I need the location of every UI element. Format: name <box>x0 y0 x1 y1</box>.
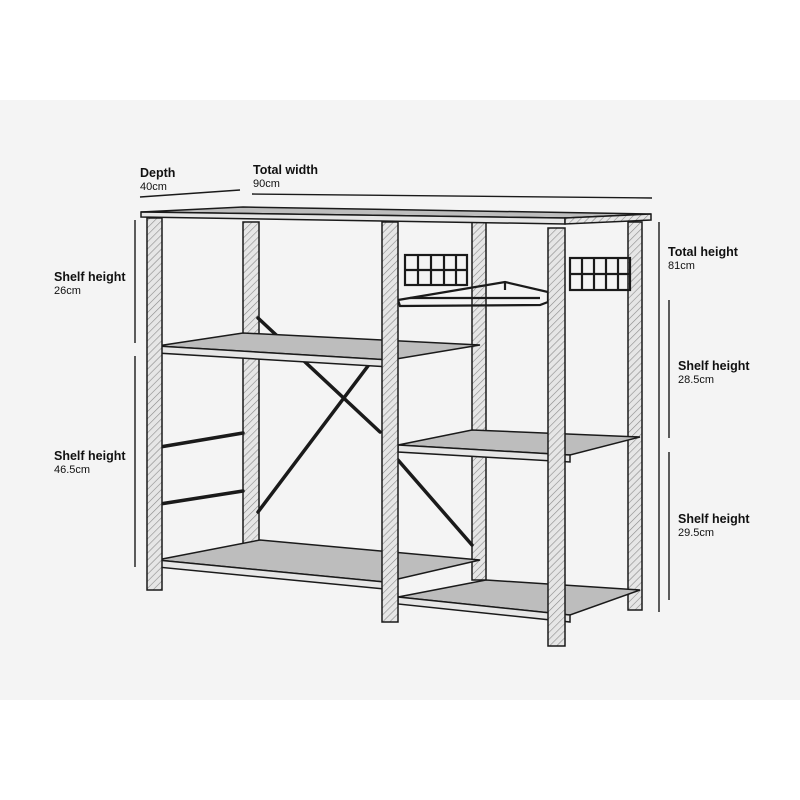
depth-value: 40cm <box>140 181 167 193</box>
tabletop <box>140 206 652 225</box>
depth-label: Depth 40cm <box>140 166 175 194</box>
front-legs <box>146 217 566 647</box>
diagram-stage: Depth 40cm Total width 90cm Total height… <box>0 100 800 700</box>
total-width-value: 90cm <box>253 178 280 190</box>
shelf-right-middle-label: Shelf height 28.5cm <box>678 359 750 387</box>
shelf-left-top-title: Shelf height <box>54 270 126 284</box>
shelf-right-middle-value: 28.5cm <box>678 374 715 386</box>
total-width-label: Total width 90cm <box>253 163 318 191</box>
shelf-left-bottom-label: Shelf height 46.5cm <box>54 449 126 477</box>
wire-basket <box>396 253 632 308</box>
total-height-value: 81cm <box>668 260 695 272</box>
total-width-title: Total width <box>253 163 319 177</box>
shelf-right-bottom-value: 29.5cm <box>678 527 715 539</box>
shelf-left-bottom-value: 46.5cm <box>54 464 91 476</box>
total-height-label: Total height 81cm <box>668 245 738 273</box>
dimension-lines <box>134 189 670 612</box>
depth-dimension-line <box>139 189 241 198</box>
depth-title: Depth <box>140 166 176 180</box>
shelf-unit-drawing <box>134 189 670 647</box>
total-height-title: Total height <box>668 245 738 259</box>
shelf-left-bottom-title: Shelf height <box>54 449 126 463</box>
shelf-right-middle-title: Shelf height <box>678 359 750 373</box>
width-dimension-line <box>251 193 653 199</box>
shelf-left-top-label: Shelf height 26cm <box>54 270 126 298</box>
shelf-left-top-value: 26cm <box>54 285 81 297</box>
shelf-right-bottom-label: Shelf height 29.5cm <box>678 512 750 540</box>
side-rails <box>158 431 245 506</box>
shelf-right-bottom-title: Shelf height <box>678 512 750 526</box>
